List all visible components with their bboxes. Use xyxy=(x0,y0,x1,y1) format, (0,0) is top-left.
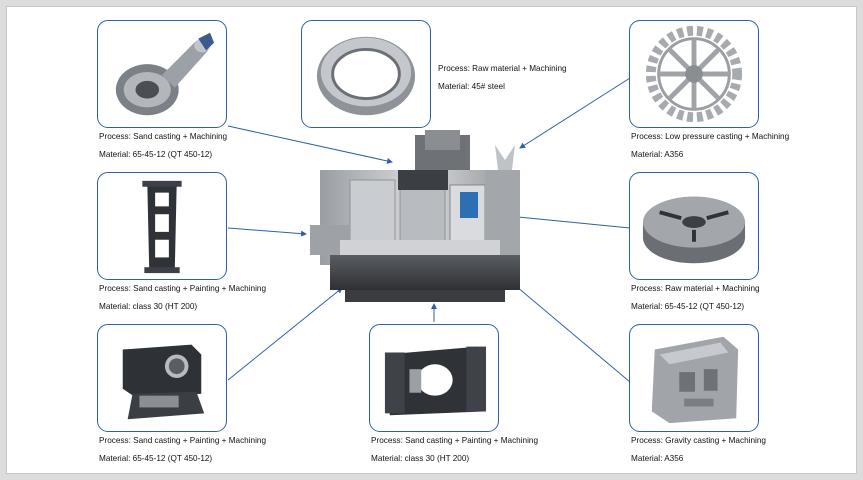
material-text: Material: 45# steel xyxy=(438,82,505,91)
caption-wheel: Process: Low pressure casting + Machinin… xyxy=(631,131,789,167)
material-text: Material: A356 xyxy=(631,454,684,463)
shaft-flange-image xyxy=(115,32,215,116)
chuck-image xyxy=(642,196,746,264)
wheel-image xyxy=(645,25,743,123)
process-text: Process: Sand casting + Painting + Machi… xyxy=(99,284,267,293)
connector-shaft-flange xyxy=(227,125,393,164)
spindle-block-image xyxy=(122,344,205,420)
connector-wheel xyxy=(519,77,631,149)
caption-shaft-flange: Process: Sand casting + Machining Materi… xyxy=(99,131,227,167)
connector-frame-beam xyxy=(227,227,307,237)
caption-ring: Process: Raw material + Machining Materi… xyxy=(438,63,567,99)
process-text: Process: Sand casting + Painting + Machi… xyxy=(99,436,267,445)
process-text: Process: Low pressure casting + Machinin… xyxy=(631,132,790,141)
material-text: Material: 65-45-12 (QT 450-12) xyxy=(99,454,213,463)
caption-base-plate: Process: Sand casting + Painting + Machi… xyxy=(371,435,538,471)
part-card-ring xyxy=(301,20,431,128)
base-plate-image xyxy=(384,346,487,416)
caption-bracket: Process: Gravity casting + Machining Mat… xyxy=(631,435,766,471)
part-card-shaft-flange xyxy=(97,20,227,128)
process-text: Process: Sand casting + Painting + Machi… xyxy=(371,436,539,445)
part-card-wheel xyxy=(629,20,759,128)
process-text: Process: Raw material + Machining xyxy=(631,284,760,293)
frame-beam-image xyxy=(142,180,182,274)
part-card-chuck xyxy=(629,172,759,280)
part-card-base-plate xyxy=(369,324,499,432)
part-card-spindle-block xyxy=(97,324,227,432)
part-card-bracket xyxy=(629,324,759,432)
caption-frame-beam: Process: Sand casting + Painting + Machi… xyxy=(99,283,266,319)
material-text: Material: class 30 (HT 200) xyxy=(99,302,198,311)
process-text: Process: Raw material + Machining xyxy=(438,64,567,73)
process-text: Process: Sand casting + Machining xyxy=(99,132,228,141)
part-card-frame-beam xyxy=(97,172,227,280)
cnc-machine-image xyxy=(310,130,520,302)
material-text: Material: class 30 (HT 200) xyxy=(371,454,470,463)
ring-image xyxy=(316,36,416,116)
caption-spindle-block: Process: Sand casting + Painting + Machi… xyxy=(99,435,266,471)
material-text: Material: A356 xyxy=(631,150,684,159)
material-text: Material: 65-45-12 (QT 450-12) xyxy=(631,302,745,311)
connector-spindle-block xyxy=(227,287,343,381)
caption-chuck: Process: Raw material + Machining Materi… xyxy=(631,283,760,319)
bracket-image xyxy=(651,336,739,424)
process-text: Process: Gravity casting + Machining xyxy=(631,436,766,445)
material-text: Material: 65-45-12 (QT 450-12) xyxy=(99,150,213,159)
